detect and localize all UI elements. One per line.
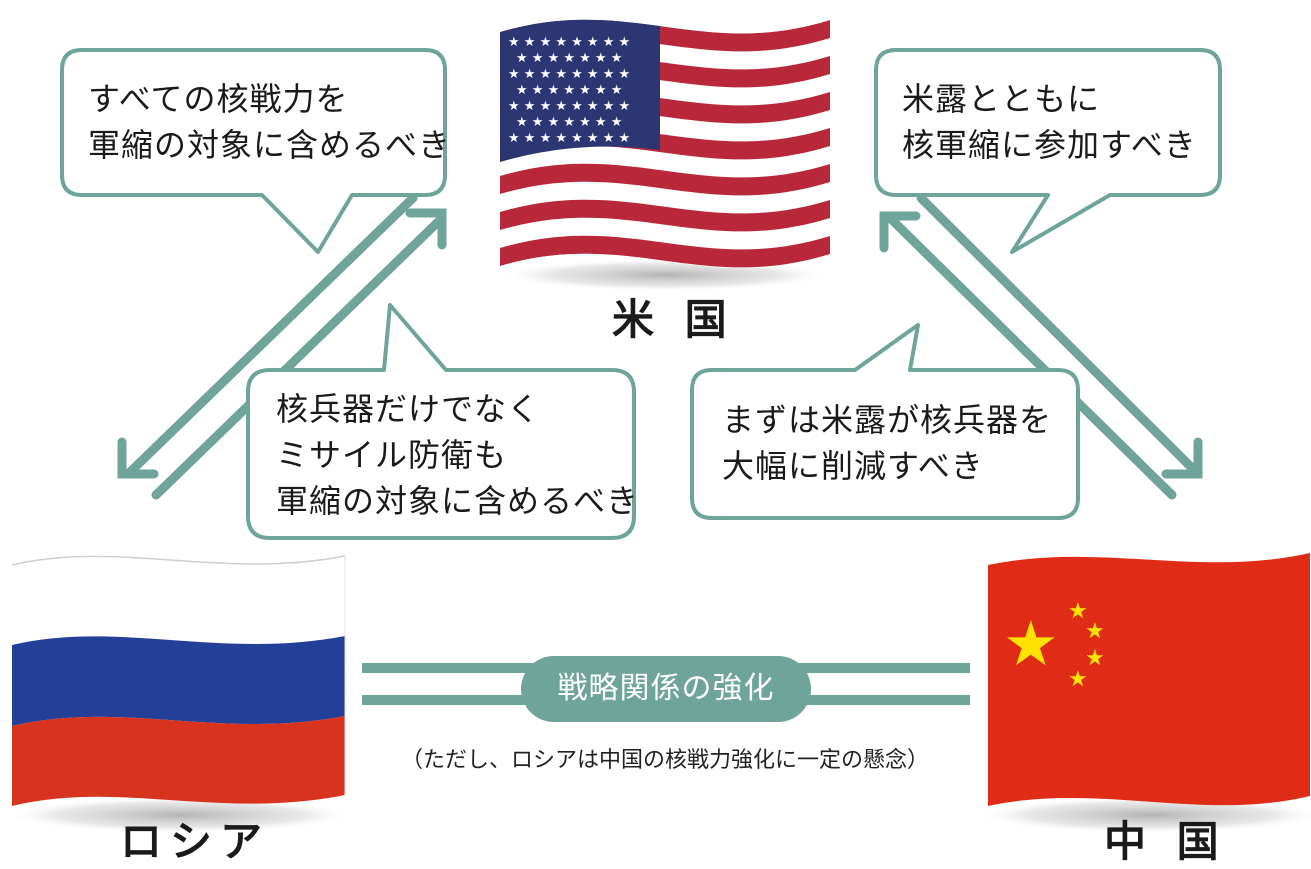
bubble-line: すべての核戦力を (88, 80, 349, 118)
svg-text:★: ★ (1003, 607, 1059, 680)
svg-text:★ ★ ★ ★ ★ ★ ★ ★: ★ ★ ★ ★ ★ ★ ★ ★ (508, 131, 630, 146)
country-label-china: 中 国 (1104, 817, 1227, 866)
bubble-line: 核軍縮に参加すべき (902, 126, 1197, 164)
bubble-us-to-china: 米露とともに 核軍縮に参加すべき (902, 76, 1197, 168)
russia-flag-shadow (5, 797, 355, 833)
relation-label: 戦略関係の強化 (557, 671, 775, 706)
russia-flag-icon (12, 556, 345, 806)
bubble-china-to-us-shape (690, 323, 1080, 520)
relation-note: （ただし、ロシアは中国の核戦力強化に一定の懸念） (400, 748, 929, 773)
svg-text:★: ★ (1085, 619, 1105, 644)
relation-lines (362, 656, 970, 722)
svg-text:★: ★ (1085, 646, 1105, 671)
svg-text:★: ★ (1068, 599, 1088, 624)
bubble-china-to-us: まずは米露が核兵器を 大幅に削減すべき (722, 397, 1052, 489)
bubble-line: 軍縮の対象に含めるべき (88, 126, 452, 164)
bubble-line: ミサイル防衛も (276, 436, 508, 474)
svg-text:★ ★ ★ ★ ★ ★ ★: ★ ★ ★ ★ ★ ★ ★ (516, 83, 622, 98)
bubble-us-to-china-shape (874, 48, 1222, 254)
bubble-line: 軍縮の対象に含めるべき (276, 482, 640, 520)
country-label-us: 米 国 (612, 295, 735, 344)
bubble-line: まずは米露が核兵器を (722, 401, 1053, 439)
bubble-russia-to-us-shape (246, 303, 636, 540)
svg-text:★ ★ ★ ★ ★ ★ ★: ★ ★ ★ ★ ★ ★ ★ (516, 115, 622, 130)
svg-text:★ ★ ★ ★ ★ ★ ★ ★: ★ ★ ★ ★ ★ ★ ★ ★ (508, 35, 630, 50)
us-flag-icon: ★ ★ ★ ★ ★ ★ ★ ★ ★ ★ ★ ★ ★ ★ ★ ★ ★ ★ ★ ★ … (500, 19, 830, 269)
bubble-us-to-russia: すべての核戦力を 軍縮の対象に含めるべき (88, 76, 451, 168)
bubble-line: 核兵器だけでなく (276, 390, 541, 428)
china-flag-shadow (975, 797, 1311, 833)
svg-text:★: ★ (1068, 667, 1088, 692)
svg-text:★ ★ ★ ★ ★ ★ ★ ★: ★ ★ ★ ★ ★ ★ ★ ★ (508, 67, 630, 82)
bubble-us-to-russia-shape (60, 48, 447, 254)
svg-text:★ ★ ★ ★ ★ ★ ★ ★: ★ ★ ★ ★ ★ ★ ★ ★ (508, 99, 630, 114)
bubble-line: 米露とともに (902, 80, 1101, 118)
china-flag-icon: ★ ★ ★ ★ ★ (988, 553, 1310, 806)
bubble-line: 大幅に削減すべき (722, 447, 984, 485)
country-label-russia: ロシア (120, 817, 271, 866)
bubble-russia-to-us: 核兵器だけでなく ミサイル防衛も 軍縮の対象に含めるべき (276, 386, 639, 524)
svg-text:★ ★ ★ ★ ★ ★ ★: ★ ★ ★ ★ ★ ★ ★ (516, 51, 622, 66)
